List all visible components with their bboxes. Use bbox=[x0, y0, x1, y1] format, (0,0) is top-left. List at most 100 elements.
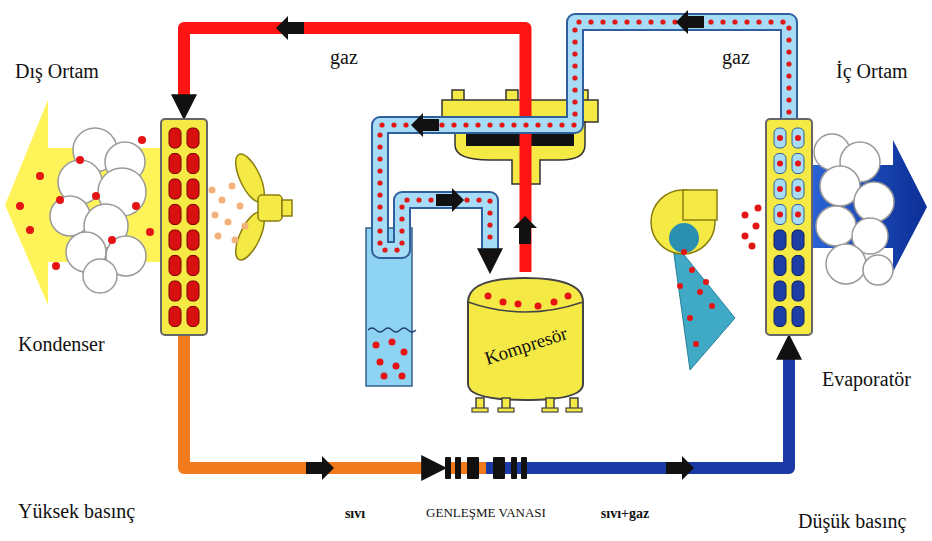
accumulator-part bbox=[373, 339, 408, 380]
refrigerant-dot bbox=[756, 19, 761, 24]
outflow-arrow bbox=[5, 100, 160, 305]
evaporator-coil-outline-part bbox=[792, 230, 804, 250]
refrigerant-dot bbox=[732, 19, 737, 24]
blower-part-part bbox=[742, 233, 749, 240]
accumulator-part bbox=[368, 328, 416, 332]
evaporator-coil-outline-part bbox=[795, 135, 801, 141]
refrigerant-dot bbox=[511, 122, 516, 127]
pipe-outline bbox=[380, 22, 789, 272]
heat-dots-part bbox=[146, 228, 154, 236]
refrigerant-dot bbox=[379, 122, 384, 127]
cold-air-cloud-part bbox=[863, 255, 893, 285]
evaporator-coil-outline-part bbox=[777, 161, 783, 167]
refrigerant-dot bbox=[572, 87, 577, 92]
refrigerant-dot bbox=[428, 197, 433, 202]
flow-arrows-part-part bbox=[436, 188, 464, 212]
blower-part-part bbox=[709, 303, 715, 309]
pipe bbox=[184, 336, 445, 468]
component-name: GENLEŞME VANASI bbox=[426, 506, 546, 521]
refrigerant-pipe bbox=[380, 22, 789, 272]
refrigerant-dot bbox=[660, 19, 665, 24]
refrigerant-pipe bbox=[184, 336, 445, 468]
refrigerant-dot bbox=[786, 73, 791, 78]
heat-dots-part bbox=[56, 196, 64, 204]
refrigerant-dot bbox=[523, 122, 528, 127]
evaporator-coil-outline bbox=[765, 118, 813, 336]
compressor-tank-outline-part bbox=[472, 408, 488, 412]
pipe-label: sıvı bbox=[343, 506, 367, 522]
expansion-valve-outline-part bbox=[455, 457, 461, 479]
condenser-coil-outline-part bbox=[169, 205, 181, 225]
refrigerant-dot bbox=[399, 216, 404, 221]
condenser-coil-outline-part bbox=[169, 307, 181, 327]
heat-dots-part bbox=[16, 202, 24, 210]
refrigerant-dot bbox=[648, 19, 653, 24]
flow-arrows-part-part bbox=[676, 10, 704, 34]
pipe-label: sıvı+gaz bbox=[599, 506, 651, 522]
evaporator-coil-outline-part bbox=[795, 186, 801, 192]
flow-arrows-part-part bbox=[666, 456, 694, 480]
fan bbox=[230, 150, 292, 264]
air-dots-part bbox=[232, 237, 239, 244]
blower-part-part bbox=[703, 279, 709, 285]
pipe bbox=[377, 19, 791, 272]
state-label: gaz bbox=[722, 46, 750, 69]
compressor-tank: Kompresör bbox=[458, 272, 593, 414]
refrigerant-dot bbox=[439, 122, 444, 127]
cold-air-cloud-part bbox=[826, 244, 866, 284]
blower-part bbox=[677, 249, 715, 347]
refrigerant-dot bbox=[487, 198, 492, 203]
evaporator-coil-outline-part bbox=[792, 128, 804, 148]
condenser-coil: Kondenser bbox=[160, 118, 208, 336]
pressure-label: Yüksek basınç bbox=[18, 500, 135, 523]
refrigerant-dot bbox=[571, 122, 576, 127]
heat-dots-part bbox=[92, 192, 100, 200]
refrigerant-dot bbox=[487, 222, 492, 227]
accumulator-part-part bbox=[401, 349, 408, 356]
blower bbox=[651, 190, 762, 370]
refrigerant-dot bbox=[786, 85, 791, 90]
expansion-valve-outline-part bbox=[511, 457, 517, 479]
state-label: gaz bbox=[330, 46, 358, 69]
refrigerant-dot bbox=[377, 144, 382, 149]
condenser-coil-outline-part bbox=[169, 230, 181, 250]
condenser-coil-outline-part bbox=[169, 179, 181, 199]
refrigerant-dot bbox=[786, 49, 791, 54]
evaporator-coil-outline-part bbox=[774, 281, 786, 301]
evaporator-coil-outline-part bbox=[792, 154, 804, 174]
refrigerant-dot bbox=[404, 197, 409, 202]
refrigerant-dot bbox=[464, 197, 469, 202]
evaporator-coil-outline-part bbox=[774, 205, 786, 225]
refrigerant-dot bbox=[377, 192, 382, 197]
refrigerant-dot bbox=[708, 19, 713, 24]
refrigerant-dot bbox=[487, 210, 492, 215]
compressor-tank-outline-part bbox=[565, 293, 572, 300]
blower-part-part bbox=[677, 283, 683, 289]
refrigerant-dot bbox=[780, 19, 785, 24]
heat-dots-part bbox=[52, 262, 60, 270]
refrigerant-dot bbox=[377, 156, 382, 161]
condenser-coil-outline-part bbox=[169, 128, 181, 148]
flow-arrows-part-part bbox=[276, 16, 304, 40]
compressor-tank-outline-part bbox=[566, 408, 582, 412]
condenser-coil-outline-part bbox=[161, 119, 207, 335]
warm-air-cloud-part bbox=[83, 259, 117, 293]
refrigerant-dot bbox=[487, 122, 492, 127]
flow-arrows-part bbox=[276, 10, 704, 480]
expansion-valve-outline-part bbox=[486, 462, 527, 474]
refrigerant-dot bbox=[535, 122, 540, 127]
refrigerant-dot bbox=[403, 122, 408, 127]
heat-dots bbox=[16, 136, 154, 270]
flow-arrows-part-part bbox=[306, 456, 334, 480]
refrigerant-dot bbox=[572, 51, 577, 56]
expansion-valve-outline-part bbox=[445, 457, 451, 479]
refrigerant-dot bbox=[382, 247, 387, 252]
refrigerant-dot bbox=[377, 240, 382, 245]
region-label: Dış Ortam bbox=[15, 60, 99, 83]
condenser-coil-outline bbox=[160, 118, 208, 336]
refrigerant-dot bbox=[572, 39, 577, 44]
component-name: Evaporatör bbox=[822, 368, 911, 391]
refrigerant-dot bbox=[576, 19, 581, 24]
condenser-coil-outline-part bbox=[187, 230, 199, 250]
refrigerant-dot bbox=[476, 197, 481, 202]
